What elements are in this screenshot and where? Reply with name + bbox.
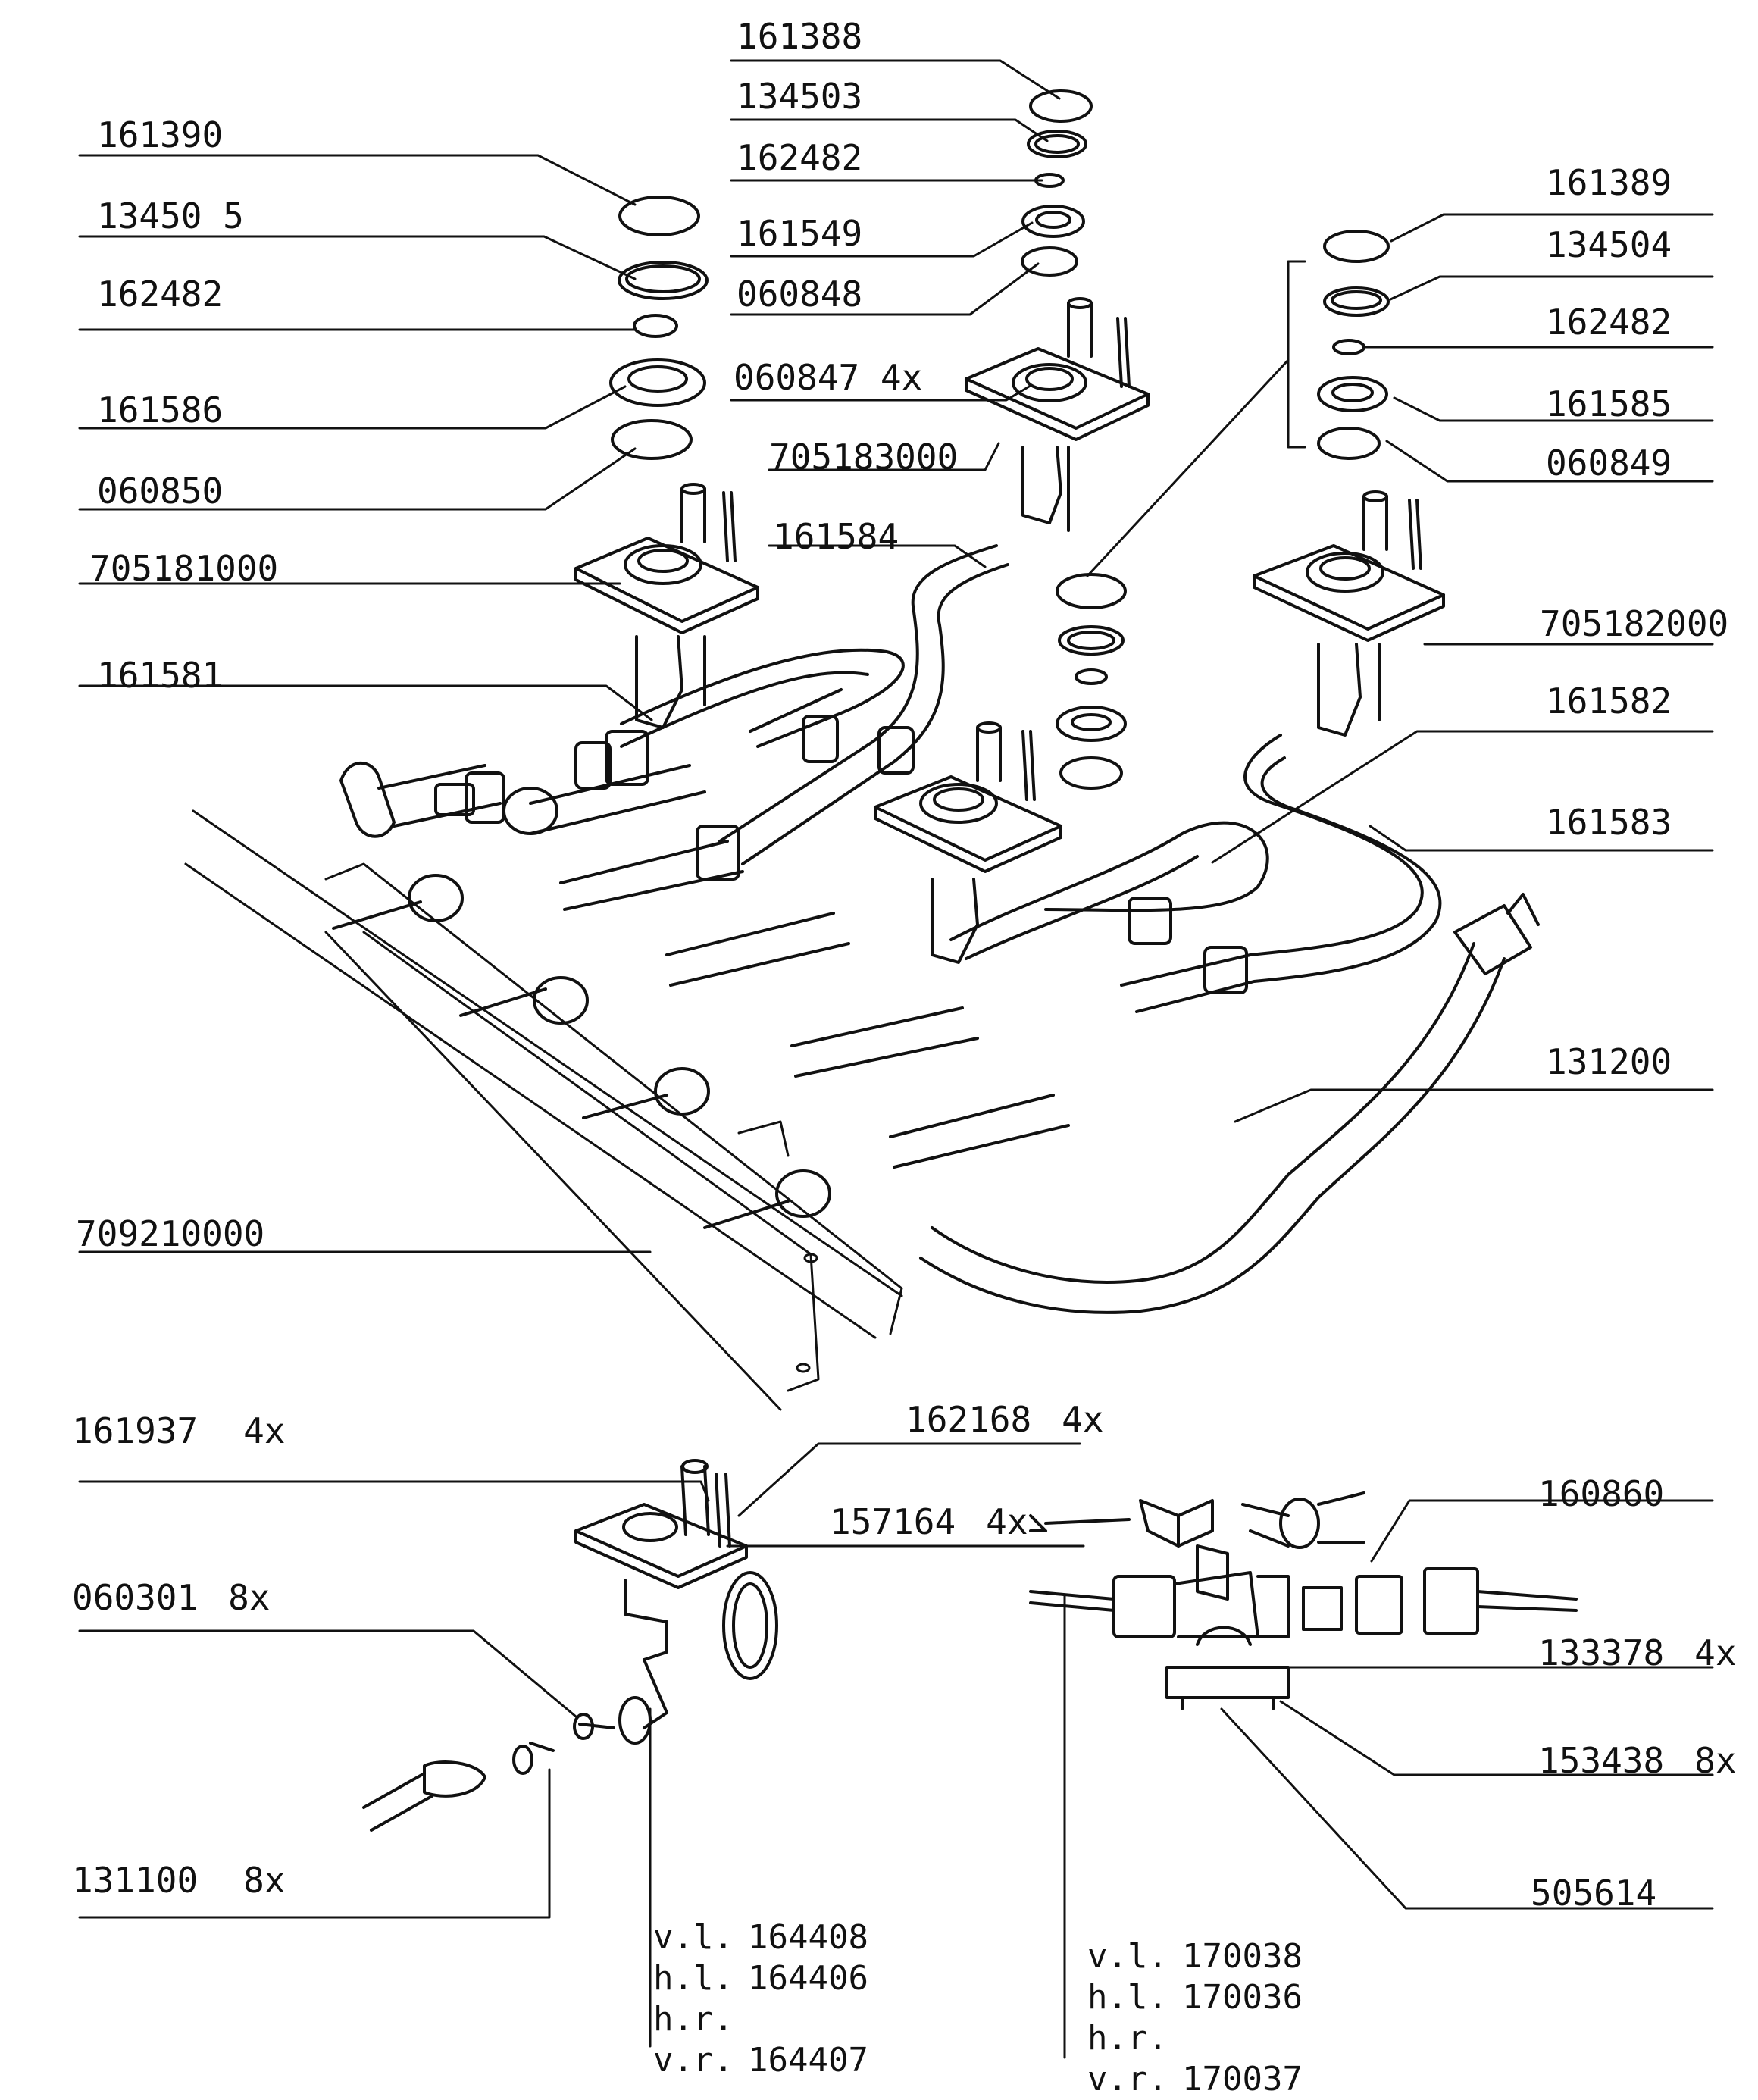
label-161549: 161549: [737, 213, 863, 254]
variant-row: v.l.170038: [1087, 1937, 1303, 1976]
label-161585: 161585: [1546, 383, 1672, 424]
label-161582: 161582: [1546, 681, 1672, 721]
leader-lines: [78, 59, 1714, 2059]
detail-right-valve: [1029, 1491, 1578, 1710]
valve-fittings: [332, 715, 1248, 1229]
label-161584: 161584: [773, 516, 899, 557]
label-060850: 060850: [97, 471, 224, 512]
label-060847: 060847 4x: [734, 357, 923, 398]
variant-list-right: v.l.170038 h.l.170036 h.r. v.r.170037: [1087, 1936, 1303, 2100]
label-705182000: 705182000: [1540, 603, 1729, 644]
label-162482-left: 162482: [97, 274, 224, 315]
label-134503: 134503: [737, 76, 863, 117]
gas-pipes: [620, 544, 1540, 1314]
label-505614: 505614: [1531, 1873, 1657, 1914]
burner-center-parts: [965, 89, 1150, 532]
variant-row: v.r.170037: [1087, 2060, 1303, 2098]
variant-row: h.l.164406: [653, 1959, 868, 1998]
label-060848: 060848: [737, 274, 863, 315]
variant-list-left: v.l.164408 h.l.164406 h.r. v.r.164407: [653, 1917, 868, 2081]
variant-row: h.r.: [653, 2000, 734, 2039]
label-705183000: 705183000: [769, 437, 959, 477]
label-161581: 161581: [97, 655, 224, 696]
burner-right-parts: [874, 230, 1445, 964]
label-161390: 161390: [97, 114, 224, 155]
label-134504: 134504: [1546, 224, 1672, 265]
label-131200: 131200: [1546, 1041, 1672, 1082]
variant-row: h.l.170036: [1087, 1978, 1303, 2017]
label-705181000: 705181000: [89, 548, 279, 589]
label-709210000: 709210000: [76, 1213, 265, 1254]
label-162482-center: 162482: [737, 137, 863, 178]
label-161583: 161583: [1546, 802, 1672, 843]
detail-left-burner: [362, 1459, 778, 1832]
burner-left-parts: [574, 196, 759, 729]
variant-row: v.r.164407: [653, 2041, 868, 2080]
label-134505: 13450 5: [97, 196, 244, 236]
label-060849: 060849: [1546, 443, 1672, 484]
label-161388: 161388: [737, 16, 863, 57]
label-160860: 160860: [1538, 1473, 1665, 1514]
label-162482-right: 162482: [1546, 302, 1672, 343]
variant-row: h.r.: [1087, 2019, 1168, 2058]
label-161389: 161389: [1546, 162, 1672, 203]
variant-row: v.l.164408: [653, 1918, 868, 1957]
frame-rail: [184, 809, 903, 1411]
label-161586: 161586: [97, 390, 224, 430]
